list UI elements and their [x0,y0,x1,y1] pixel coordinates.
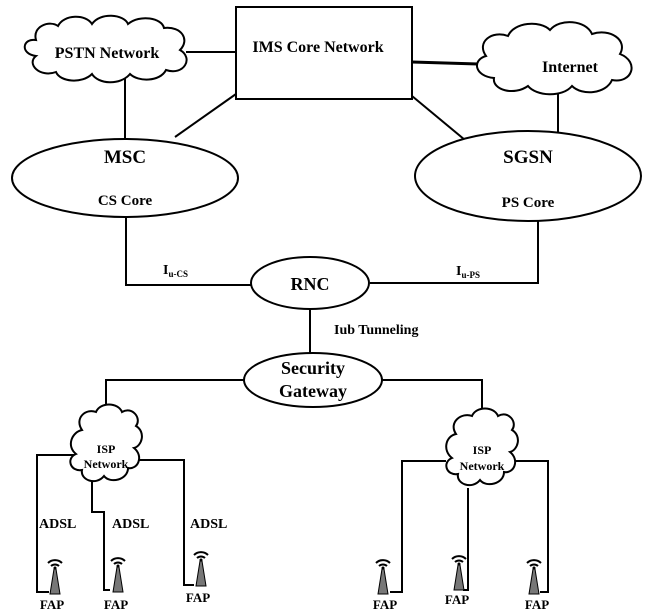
fap-device: FAP [104,557,128,612]
fap-icon [453,564,465,591]
isp-left-cloud [69,403,143,483]
adsl-label-2: ADSL [112,517,149,532]
isp-left-fap3-link [134,459,194,586]
fap-device: FAP [525,559,549,612]
isp-right-label-2: Network [460,459,505,473]
fap-device: FAP [445,555,469,607]
fap-device: FAP [373,559,397,612]
fap-icon [528,568,540,595]
isp-left-fap1-link [36,454,78,593]
ims-internet-link [411,60,479,66]
ims-core-label: IMS Core Network [252,39,383,56]
isp-left-label-2: Network [84,457,129,471]
iub-tunneling-label: Iub Tunneling [334,323,418,338]
msc-ellipse [11,138,239,218]
msc-node: MSC CS Core [11,138,239,218]
sgsn-rnc-link [370,216,539,284]
signal-icon [375,559,391,567]
isp-right-fap1-link [390,460,446,593]
connectors [36,51,559,593]
security-gateway-label-2: Gateway [279,381,347,401]
signal-icon [451,555,467,563]
isp-left-node: ISP Network [69,403,143,483]
ims-msc-link [174,93,237,138]
adsl-label-1: ADSL [39,517,76,532]
security-gateway-ellipse [243,352,383,408]
internet-label: Internet [542,59,599,76]
signal-icon [110,557,126,565]
sgsn-ellipse [414,130,642,222]
fap-icon [377,568,389,595]
fap-icon [112,566,124,593]
fap-devices: FAP FAP FAP FAP FAP [40,551,549,612]
ps-core-label: PS Core [502,195,555,211]
fap-device: FAP [186,551,210,605]
msc-label: MSC [104,147,146,168]
fap-device: FAP [40,559,64,612]
pstn-label: PSTN Network [55,45,160,62]
secgw-isp-right-link [374,379,483,418]
msc-rnc-link [125,210,252,286]
fap-icon [49,568,61,595]
isp-right-node: ISP Network [445,407,519,487]
secgw-isp-left-link [105,379,252,412]
internet-cloud [476,21,633,96]
isp-right-cloud [445,407,519,487]
fap-icon [195,560,207,587]
fap-label: FAP [373,597,397,612]
sgsn-label: SGSN [503,147,553,168]
rnc-ellipse [250,256,370,310]
isp-left-fap2-link [91,478,110,591]
internet-node: Internet [476,21,633,96]
pstn-node: PSTN Network [23,14,188,84]
signal-icon [47,559,63,567]
isp-right-fap2-link [463,488,469,591]
isp-left-label-1: ISP [97,442,116,456]
security-gateway-node: Security Gateway [243,352,383,408]
fap-label: FAP [104,597,128,612]
link-labels: Iu-CS Iu-PS Iub Tunneling ADSL ADSL ADSL [39,263,480,532]
security-gateway-label-1: Security [281,358,345,378]
fap-label: FAP [186,590,210,605]
isp-right-label-1: ISP [473,443,492,457]
fap-label: FAP [525,597,549,612]
pstn-cloud [23,14,188,84]
ims-core-node: IMS Core Network [235,6,413,100]
adsl-label-3: ADSL [190,517,227,532]
ims-sgsn-link [411,95,466,141]
ims-core-box [235,6,413,100]
rnc-node: RNC [250,256,370,310]
signal-icon [526,559,542,567]
rnc-label: RNC [291,274,330,294]
iu-cs-label: Iu-CS [163,263,188,279]
signal-icon [193,551,209,559]
isp-right-fap3-link [515,460,549,593]
iu-ps-label: Iu-PS [456,264,480,280]
fap-label: FAP [445,592,469,607]
cs-core-label: CS Core [98,193,153,209]
sgsn-node: SGSN PS Core [414,130,642,222]
fap-label: FAP [40,597,64,612]
